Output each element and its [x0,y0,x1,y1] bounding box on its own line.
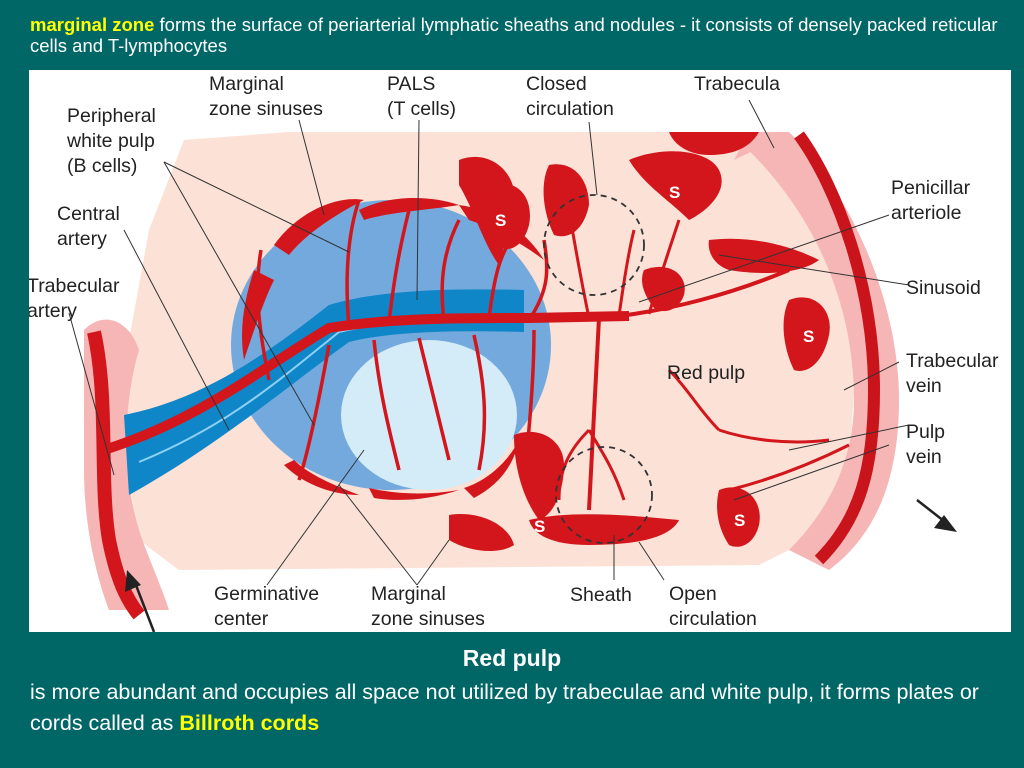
germinative-center-region [341,340,517,490]
label-peripheral-white-pulp: Peripheral white pulp (B cells) [66,105,161,177]
spleen-diagram-svg: S S S S S Peripheral [29,73,1004,632]
label-pals: PALS (T cells) [387,73,456,120]
diagram-labels: Peripheral white pulp (B cells) Marginal… [29,73,1004,630]
leader-lines [68,99,910,586]
sinus-marker: S [669,183,680,202]
open-circulation-circle [555,446,653,544]
label-central-artery: Central artery [57,203,125,250]
sinus-marker: S [495,211,506,230]
sinus-markers: S S S S S [495,183,814,536]
footer-term: Billroth cords [179,711,320,735]
label-trabecular-artery: Trabecular artery [29,275,125,322]
label-sheath: Sheath [570,584,632,606]
label-trabecula: Trabecula [694,73,780,95]
red-pulp-cords [449,132,830,552]
label-pulp-vein: Pulp vein [906,421,950,468]
label-sinusoid: Sinusoid [906,277,981,299]
trabecular-vein-vessel [794,131,881,565]
label-penicillar-arteriole: Penicillar arteriole [891,177,976,224]
label-marginal-zone-sinuses-top: Marginal zone sinuses [209,73,323,120]
sinus-marker: S [734,511,745,530]
label-trabecular-vein: Trabecular vein [906,350,1004,397]
spleen-diagram: S S S S S Peripheral [29,70,1011,632]
sinus-marker: S [803,327,814,346]
label-red-pulp: Red pulp [667,362,745,384]
trabecula-band [729,132,899,570]
header-text: forms the surface of periarterial lympha… [30,14,998,56]
footer-title: Red pulp [462,645,562,671]
label-open-circulation: Open circulation [669,583,757,630]
central-artery-vessel [102,311,630,455]
trabecular-artery-vessel [87,330,145,620]
footer-body: is more abundant and occupies all space … [30,680,979,735]
central-artery-branch-lower [587,317,601,511]
sinus-marker: S [534,517,545,536]
slide-header: marginal zone forms the surface of peria… [30,14,1015,56]
closed-circulation-circle [543,194,645,296]
footer-text: is more abundant and occupies all space … [30,677,1005,739]
label-marginal-zone-sinuses-bottom: Marginal zone sinuses [371,583,485,630]
label-germinative-center: Germinative center [214,583,325,630]
flow-arrows [125,499,957,632]
central-artery-branch-upper [618,268,790,318]
header-term: marginal zone [30,14,155,35]
label-closed-circulation: Closed circulation [526,73,614,120]
